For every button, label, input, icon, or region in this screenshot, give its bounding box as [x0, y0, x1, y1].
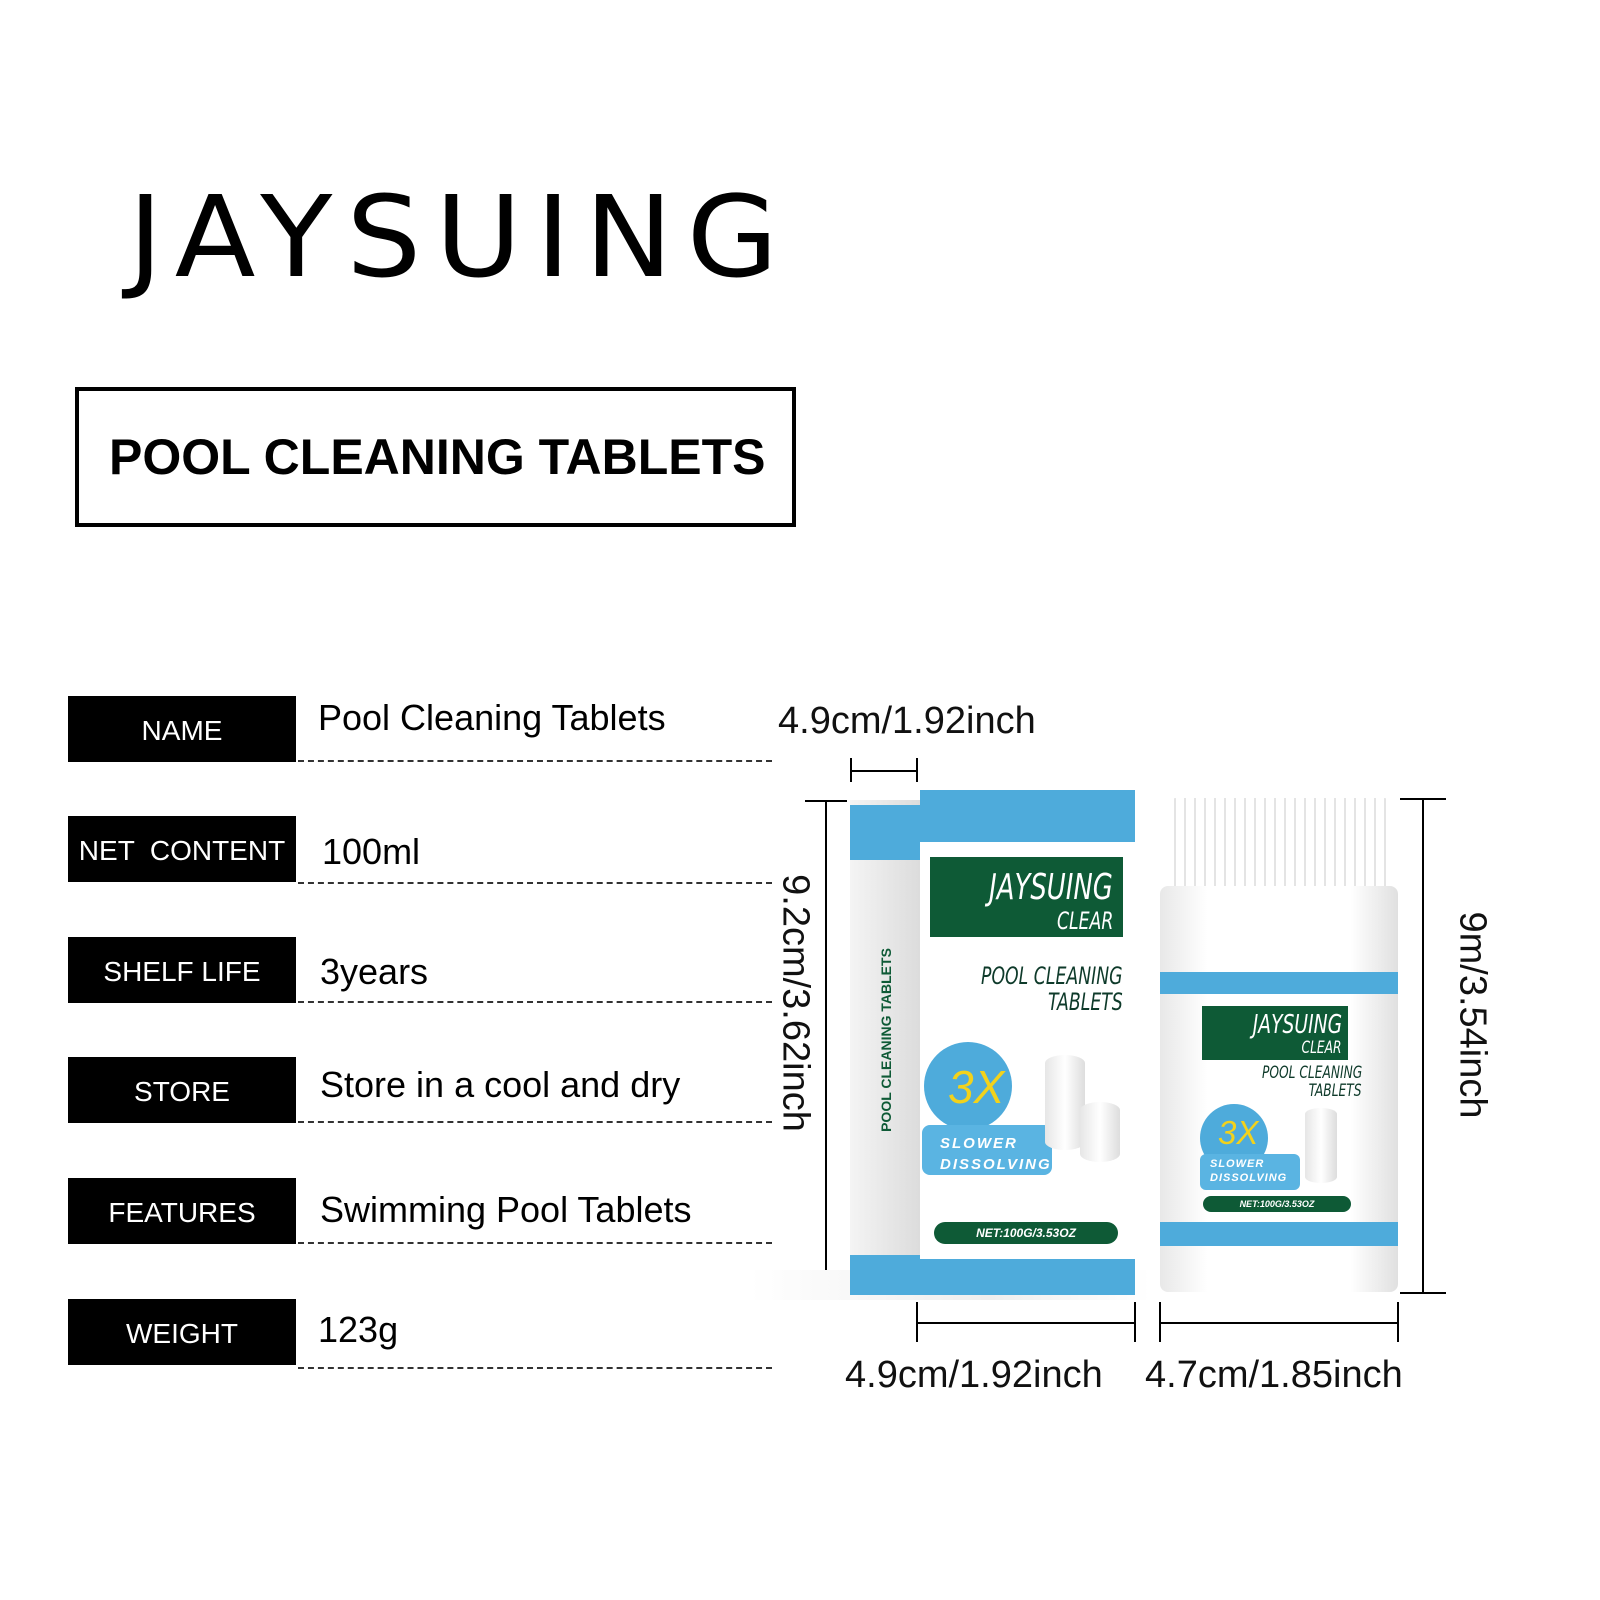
tablets-icon	[1045, 1055, 1085, 1150]
spec-label-net-content: NET CONTENT	[68, 816, 296, 882]
dim-line	[1159, 1302, 1161, 1342]
dim-box-width: 4.9cm/1.92inch	[845, 1354, 1103, 1396]
bottle-body: JAYSUING CLEAR POOL CLEANING TABLETS 3X …	[1160, 886, 1398, 1292]
dim-line	[850, 770, 918, 772]
box-badge: 3X	[948, 1061, 1005, 1113]
spec-label-features: FEATURES	[68, 1178, 296, 1244]
dim-line	[1400, 1292, 1446, 1294]
divider	[298, 1001, 772, 1003]
divider	[298, 760, 772, 762]
tablets-icon	[1305, 1108, 1337, 1183]
brand-logo: JAYSUING	[128, 171, 793, 303]
dim-line	[1397, 1302, 1399, 1342]
bottle-slow2: DISSOLVING	[1210, 1172, 1288, 1184]
box-sub: CLEAR	[1056, 907, 1113, 935]
spec-label-store: STORE	[68, 1057, 296, 1123]
dim-bottle-height: 9m/3.54inch	[1451, 911, 1494, 1119]
dim-line	[1400, 798, 1446, 800]
spec-value-name: Pool Cleaning Tablets	[318, 697, 666, 738]
box-side	[850, 800, 920, 1295]
bottle-slow1: SLOWER	[1210, 1158, 1265, 1170]
box-net: NET:100G/3.53OZ	[934, 1222, 1118, 1244]
spec-value-shelf-life: 3years	[320, 951, 429, 992]
page-title: POOL CLEANING TABLETS	[109, 429, 766, 485]
dim-box-height: 9.2cm/3.62inch	[774, 874, 817, 1132]
divider	[298, 1121, 772, 1123]
tablets-icon	[1080, 1102, 1120, 1162]
bottle-brand: JAYSUING	[1252, 1010, 1342, 1040]
spec-value-store: Store in a cool and dry	[320, 1064, 681, 1105]
bottle-cap	[1166, 798, 1394, 888]
dim-line	[805, 800, 847, 802]
bottle-badge: 3X	[1218, 1114, 1259, 1151]
dim-line	[825, 800, 827, 1276]
divider	[298, 1367, 772, 1369]
dim-line	[1422, 798, 1424, 1292]
box-front: JAYSUING CLEAR POOL CLEANING TABLETS 3X …	[920, 790, 1135, 1295]
box-slow1: SLOWER	[940, 1135, 1018, 1152]
spec-label-weight: WEIGHT	[68, 1299, 296, 1365]
box-line1: POOL CLEANING	[981, 962, 1123, 990]
dim-box-depth: 4.9cm/1.92inch	[778, 700, 1036, 742]
dim-line	[917, 1322, 1135, 1324]
box-brand: JAYSUING	[989, 867, 1113, 908]
box-side-text: POOL CLEANING TABLETS	[878, 948, 894, 1132]
spec-label-shelf-life: SHELF LIFE	[68, 937, 296, 1003]
bottle-net: NET:100G/3.53OZ	[1203, 1196, 1351, 1212]
bottle-sub: CLEAR	[1302, 1038, 1342, 1058]
spec-label-name: NAME	[68, 696, 296, 762]
dim-line	[916, 758, 918, 782]
divider	[298, 1242, 772, 1244]
box-line2: TABLETS	[1048, 988, 1123, 1016]
bottle-line2: TABLETS	[1309, 1081, 1362, 1101]
box-slow2: DISSOLVING	[940, 1156, 1052, 1173]
dim-bottle-width: 4.7cm/1.85inch	[1145, 1354, 1403, 1396]
spec-value-features: Swimming Pool Tablets	[320, 1189, 692, 1230]
spec-value-weight: 123g	[318, 1309, 399, 1350]
divider	[298, 882, 772, 884]
dim-line	[916, 1302, 918, 1342]
dim-line	[850, 758, 852, 782]
dim-line	[1134, 1302, 1136, 1342]
title-box: POOL CLEANING TABLETS	[75, 387, 796, 527]
dim-line	[1160, 1322, 1398, 1324]
bottle-line1: POOL CLEANING	[1261, 1063, 1362, 1083]
spec-value-net-content: 100ml	[322, 831, 421, 872]
